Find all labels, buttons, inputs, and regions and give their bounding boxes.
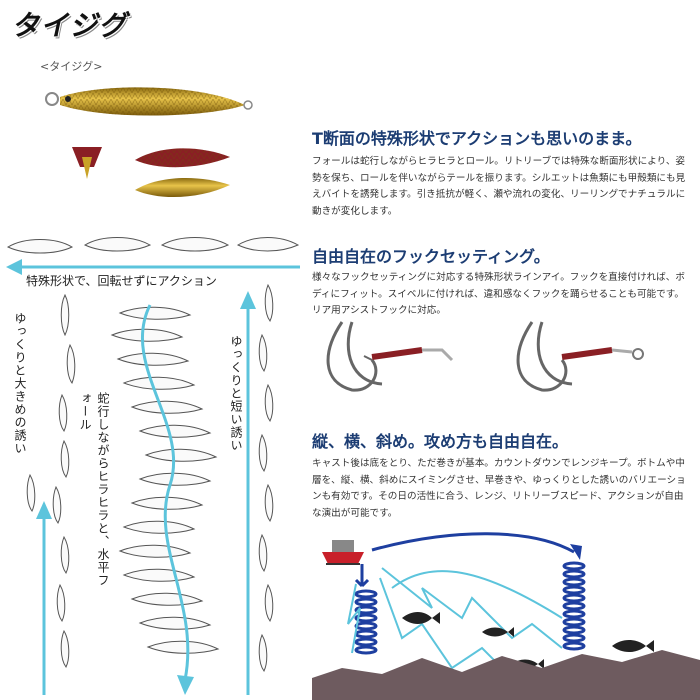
action-diagram [6, 237, 300, 695]
label-slow-big: ゆっくりと大きめの誘い [12, 312, 29, 455]
hook-direct-icon [326, 321, 383, 392]
lure-front-view [72, 147, 102, 179]
hook-swivel-icon [516, 321, 573, 392]
section-2-heading: 自由自在のフックセッティング。 [312, 247, 550, 266]
right-lure-column [258, 283, 274, 672]
fish-icons [402, 612, 654, 669]
horizontal-arrow [6, 259, 300, 275]
section-1-body: フォールは蛇行しながらヒラヒラとロール。リトリーブでは特殊な断面形状により、姿勢… [312, 156, 686, 217]
section-2-body: 様々なフックセッティングに対応する特殊形状ラインアイ。フックを直接付ければ、ボデ… [312, 272, 685, 317]
lure-top-view-red [135, 148, 230, 168]
fall-lure-column [110, 306, 220, 654]
cast-arrow [371, 532, 582, 560]
label-fall: 蛇行しながらヒラヒラと、水平フォール [76, 392, 112, 592]
label-horizontal-action: 特殊形状で、回転せずにアクション [24, 272, 219, 289]
right-up-arrow [240, 291, 256, 695]
product-logo: タイジグ [10, 9, 134, 42]
fall-arrow [140, 304, 194, 695]
section-1-heading: T断面の特殊形状でアクションも思いのまま。 [312, 129, 642, 148]
horizontal-lures [6, 237, 300, 254]
sea-floor [312, 650, 700, 700]
lure-product-illustration [45, 87, 253, 198]
boat-icon [322, 540, 364, 565]
section-3-heading: 縦、横、斜め。攻め方も自由自在。 [312, 432, 569, 451]
right-coil [562, 561, 586, 651]
left-lure-column [26, 293, 76, 668]
left-up-arrow [36, 501, 52, 695]
hook-setting-illustration [326, 321, 644, 392]
label-slow-short: ゆっくりと短い誘い [228, 335, 245, 452]
assist-cord [371, 347, 423, 360]
product-caption: <タイジグ> [40, 60, 103, 73]
fishing-scene [312, 532, 700, 700]
section-3-body: キャスト後は底をとり、ただ巻きが基本。カウントダウンでレンジキープ。ボトムや中層… [312, 458, 686, 519]
swivel-icon [632, 348, 644, 360]
retrieve-paths [347, 567, 563, 679]
lure-bottom-view-gold [135, 178, 230, 198]
assist-cord-2 [561, 347, 613, 360]
main-lure-side [45, 87, 253, 116]
